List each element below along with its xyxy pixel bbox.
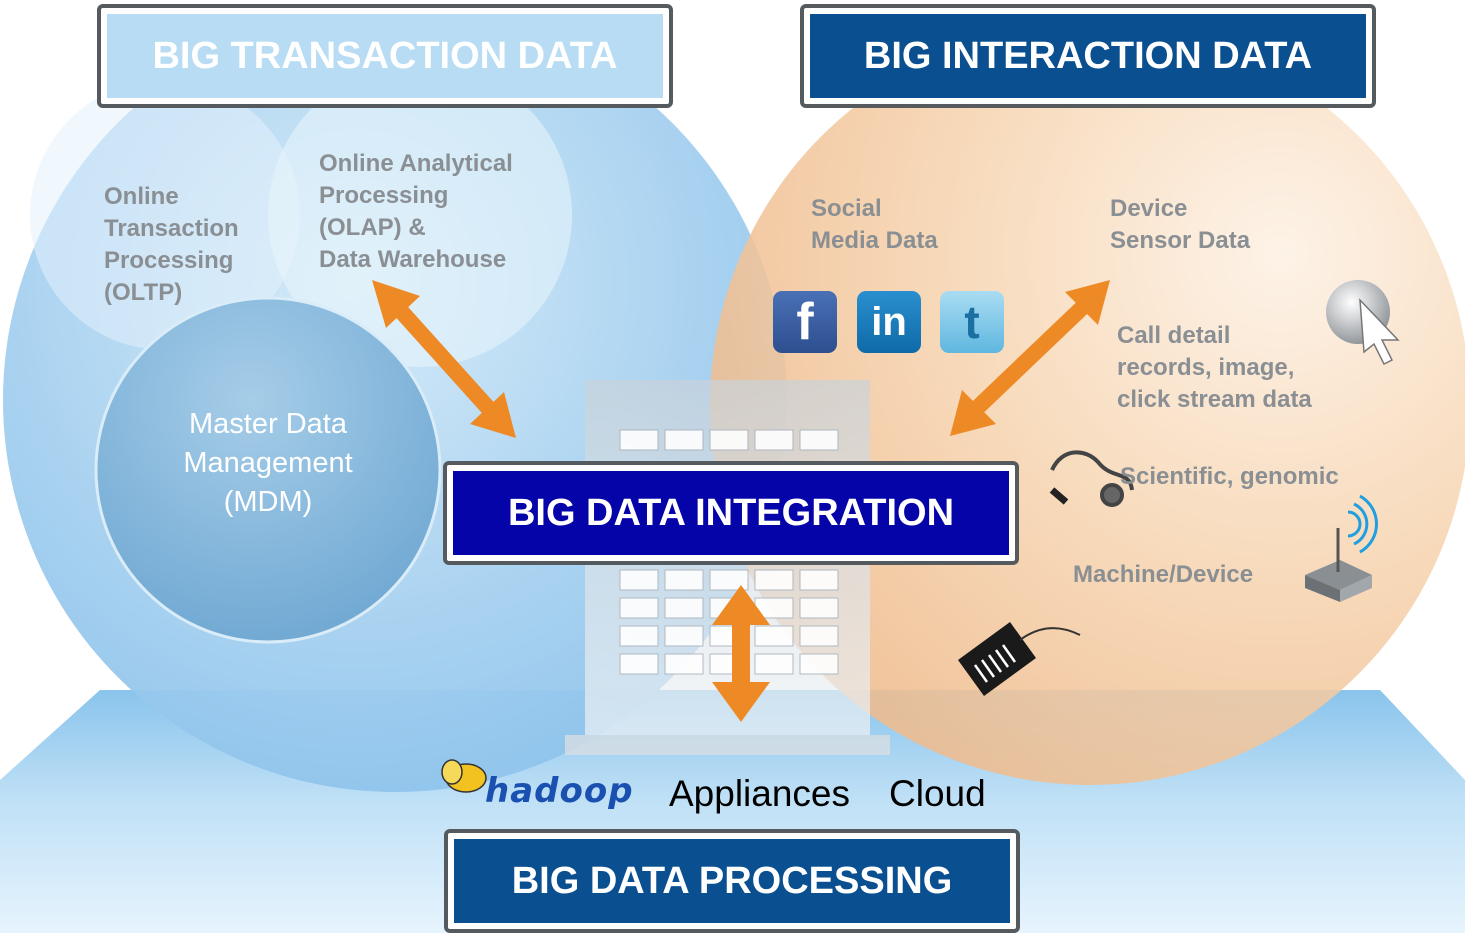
- linkedin-glyph: in: [871, 300, 907, 344]
- social-media-label: Social Media Data: [811, 193, 938, 257]
- antenna-device-icon: [1305, 494, 1378, 602]
- device-line-1: Device: [1110, 195, 1188, 222]
- social-line-2: Media Data: [811, 227, 938, 254]
- interaction-circle: [710, 25, 1465, 785]
- oltp-label: Online Transaction Processing (OLTP): [104, 181, 239, 309]
- processing-title-box: BIG DATA PROCESSING: [444, 829, 1020, 933]
- olap-line-3: (OLAP) &: [319, 214, 426, 241]
- twitter-glyph: t: [964, 296, 980, 348]
- calls-line-2: records, image,: [1117, 354, 1295, 381]
- sensor-integration-arrow: [950, 280, 1110, 436]
- integration-title-box: BIG DATA INTEGRATION: [443, 461, 1019, 565]
- barcode-tag-icon: [958, 622, 1081, 696]
- mdm-circle: [94, 296, 442, 644]
- olap-line-1: Online Analytical: [319, 150, 513, 177]
- olap-line-2: Processing: [319, 182, 449, 209]
- oltp-line-4: (OLTP): [104, 279, 183, 306]
- oltp-line-1: Online: [104, 183, 179, 210]
- calls-line-1: Call detail: [1117, 322, 1231, 349]
- olap-line-4: Data Warehouse: [319, 246, 507, 273]
- facebook-icon[interactable]: f: [773, 291, 837, 353]
- calls-line-3: click stream data: [1117, 386, 1312, 413]
- twitter-icon[interactable]: t: [940, 291, 1004, 353]
- cloud-label: Cloud: [889, 773, 986, 814]
- hadoop-logo-text: hadoop: [485, 771, 634, 811]
- processing-title: BIG DATA PROCESSING: [454, 839, 1010, 923]
- transaction-title: BIG TRANSACTION DATA: [107, 14, 663, 98]
- oltp-line-3: Processing: [104, 247, 234, 274]
- mdm-line-1: Master Data: [189, 408, 347, 440]
- integration-title: BIG DATA INTEGRATION: [453, 471, 1009, 555]
- mdm-line-2: Management: [183, 447, 353, 479]
- oltp-line-2: Transaction: [104, 215, 239, 242]
- call-detail-label: Call detail records, image, click stream…: [1117, 320, 1312, 416]
- olap-label: Online Analytical Processing (OLAP) & Da…: [319, 148, 513, 276]
- processing-integration-arrow: [712, 585, 770, 722]
- machine-device-label: Machine/Device: [1073, 561, 1254, 588]
- cursor-icon: [1326, 280, 1400, 366]
- social-line-1: Social: [811, 195, 882, 222]
- olap-circle: [268, 63, 572, 367]
- olap-integration-arrow: [372, 280, 516, 438]
- facebook-glyph: f: [796, 293, 814, 351]
- interaction-title-box: BIG INTERACTION DATA: [800, 4, 1376, 108]
- appliances-label: Appliances: [669, 773, 851, 814]
- interaction-title: BIG INTERACTION DATA: [810, 14, 1366, 98]
- mdm-line-3: (MDM): [223, 486, 313, 518]
- transaction-title-box: BIG TRANSACTION DATA: [97, 4, 673, 108]
- oltp-circle: [30, 80, 300, 350]
- hadoop-elephant-icon: [441, 759, 487, 793]
- device-line-2: Sensor Data: [1110, 227, 1251, 254]
- mdm-label: Master Data Management (MDM): [130, 405, 406, 522]
- stethoscope-icon: [1049, 450, 1134, 507]
- device-sensor-label: Device Sensor Data: [1110, 193, 1250, 257]
- linkedin-icon[interactable]: in: [857, 291, 921, 353]
- scientific-label: Scientific, genomic: [1120, 463, 1339, 490]
